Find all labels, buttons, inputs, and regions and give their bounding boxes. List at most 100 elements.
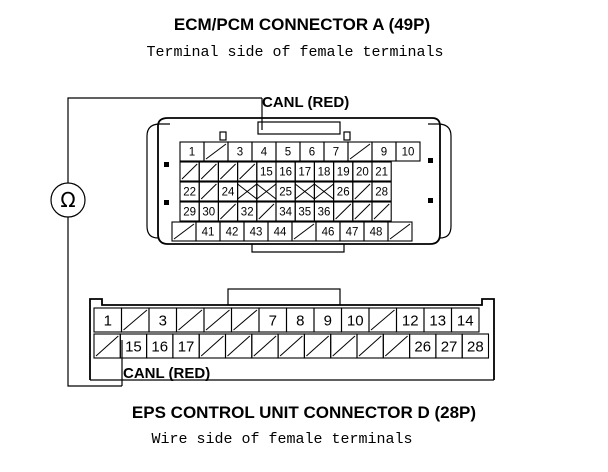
connector-a-terminal-cell: 34 — [275, 201, 296, 222]
connector-d-terminal-number: 28 — [467, 339, 484, 356]
connector-a-terminal-cell: 5 — [275, 141, 301, 162]
connector-d-terminal-cell: 10 — [340, 307, 370, 333]
connector-d-terminal-cell — [203, 307, 233, 333]
connector-d-terminal-cell — [277, 333, 305, 359]
connector-a-terminal-cell — [198, 181, 219, 202]
connector-a-terminal-number: 26 — [337, 187, 350, 199]
connector-a-terminal-number: 6 — [309, 147, 315, 159]
connector-a-terminal-cell: 44 — [267, 221, 293, 242]
connector-d-terminal-cell — [303, 333, 332, 359]
connector-a-terminal-number: 47 — [346, 227, 359, 239]
connector-a-terminal-number: 24 — [222, 187, 235, 199]
connector-a-terminal-number: 41 — [202, 227, 215, 239]
connector-a-terminal-number: 21 — [375, 167, 388, 179]
connector-a-terminal-cell: 10 — [395, 141, 421, 162]
connector-a-terminal-cell — [291, 221, 317, 242]
connector-a-terminal-cell: 43 — [243, 221, 269, 242]
connector-a-terminal-number: 3 — [237, 147, 243, 159]
connector-d-terminal-cell — [368, 307, 398, 333]
connector-a-title: ECM/PCM CONNECTOR A (49P) — [174, 15, 430, 34]
connector-a-terminal-cell — [352, 201, 373, 222]
connector-a-terminal-number: 18 — [318, 167, 331, 179]
connector-a-terminal-number: 22 — [183, 187, 196, 199]
connector-a-terminal-number: 30 — [202, 207, 215, 219]
connector-d-terminal-cell — [93, 333, 121, 359]
connector-a-terminal-cell: 18 — [313, 161, 335, 182]
connector-a-terminal-number: 10 — [402, 147, 415, 159]
connector-a-terminal-cell — [333, 201, 354, 222]
connector-a-terminal-cell — [217, 201, 239, 222]
connector-a-terminal-number: 1 — [189, 147, 195, 159]
connector-d-terminal-cell: 3 — [148, 307, 178, 333]
ohmmeter-icon: Ω — [50, 182, 86, 218]
connector-d-terminal-number: 27 — [441, 339, 458, 356]
connector-d-body — [89, 288, 495, 381]
connector-d-terminal-cell: 27 — [435, 333, 463, 359]
connector-a-terminal-cell — [179, 161, 200, 182]
connector-d-terminal-cell: 14 — [450, 307, 480, 333]
connector-a-terminal-cell — [352, 181, 373, 202]
connector-a-terminal-number: 20 — [356, 167, 369, 179]
connector-a-terminal-cell: 21 — [371, 161, 392, 182]
connector-a-terminal-cell: 46 — [315, 221, 341, 242]
connector-a-body — [146, 117, 452, 253]
connector-a-terminal-cell: 20 — [352, 161, 373, 182]
connector-d-terminal-number: 13 — [429, 313, 446, 330]
connector-d-terminal-cell: 13 — [423, 307, 453, 333]
connector-a-terminal-cell: 32 — [237, 201, 258, 222]
connector-a-terminal-number: 5 — [285, 147, 291, 159]
connector-d-subtitle: Wire side of female terminals — [151, 431, 412, 448]
connector-d-terminal-cell — [230, 307, 260, 333]
connector-a-terminal-cell — [237, 161, 258, 182]
connector-d-terminal-cell: 8 — [285, 307, 315, 333]
connector-a-terminal-cell: 28 — [371, 181, 392, 202]
connector-d-terminal-number: 1 — [104, 313, 112, 330]
connector-d-terminal-number: 17 — [178, 339, 195, 356]
connector-d-terminal-number: 9 — [324, 313, 332, 330]
connector-d-terminal-number: 15 — [125, 339, 142, 356]
connector-a-terminal-number: 44 — [274, 227, 287, 239]
connector-a-terminal-number: 4 — [261, 147, 268, 159]
connector-a-terminal-cell — [171, 221, 197, 242]
connector-a-terminal-cell — [294, 181, 315, 202]
connector-d-terminal-cell — [175, 307, 205, 333]
connector-a-terminal-number: 35 — [298, 207, 311, 219]
connector-d-terminal-cell — [120, 307, 150, 333]
connector-d-terminal-cell — [251, 333, 279, 359]
connector-a-terminal-cell: 16 — [275, 161, 296, 182]
connector-a-terminal-cell: 41 — [195, 221, 221, 242]
connector-d-terminal-cell — [356, 333, 384, 359]
connector-d-terminal-cell: 17 — [172, 333, 200, 359]
connector-d-terminal-cell: 12 — [395, 307, 425, 333]
connector-a-terminal-cell: 9 — [371, 141, 397, 162]
connector-d-terminal-number: 26 — [414, 339, 431, 356]
connector-a-terminal-cell — [256, 181, 277, 202]
connector-a-terminal-cell — [347, 141, 373, 162]
connector-a-terminal-cell — [371, 201, 392, 222]
connector-a-terminal-number: 9 — [381, 147, 387, 159]
connector-d-terminal-number: 3 — [159, 313, 167, 330]
connector-d-terminal-number: 16 — [151, 339, 168, 356]
connector-a-terminal-cell — [256, 201, 277, 222]
connector-d-terminal-cell: 26 — [409, 333, 437, 359]
connector-d-terminal-number: 12 — [402, 313, 419, 330]
connector-a-terminal-cell: 48 — [363, 221, 389, 242]
connector-a-terminal-cell — [217, 161, 239, 182]
connector-d-terminal-number: 7 — [269, 313, 277, 330]
connector-a-terminal-cell: 29 — [179, 201, 200, 222]
connector-a-terminal-number: 17 — [298, 167, 311, 179]
connector-d-terminal-cell — [382, 333, 411, 359]
connector-a-terminal-cell: 26 — [333, 181, 354, 202]
connector-d-title: EPS CONTROL UNIT CONNECTOR D (28P) — [132, 403, 476, 422]
connector-a-terminal-cell: 19 — [333, 161, 354, 182]
connector-a-terminal-cell — [198, 161, 219, 182]
connector-a-terminal-number: 16 — [279, 167, 292, 179]
connector-d-terminal-number: 8 — [296, 313, 304, 330]
ohm-symbol: Ω — [60, 188, 75, 212]
connector-a-terminal-number: 36 — [318, 207, 331, 219]
connector-a-terminal-cell: 35 — [294, 201, 315, 222]
connector-a-terminal-cell: 25 — [275, 181, 296, 202]
connector-a-terminal-number: 19 — [337, 167, 350, 179]
connector-a-terminal-cell — [203, 141, 229, 162]
